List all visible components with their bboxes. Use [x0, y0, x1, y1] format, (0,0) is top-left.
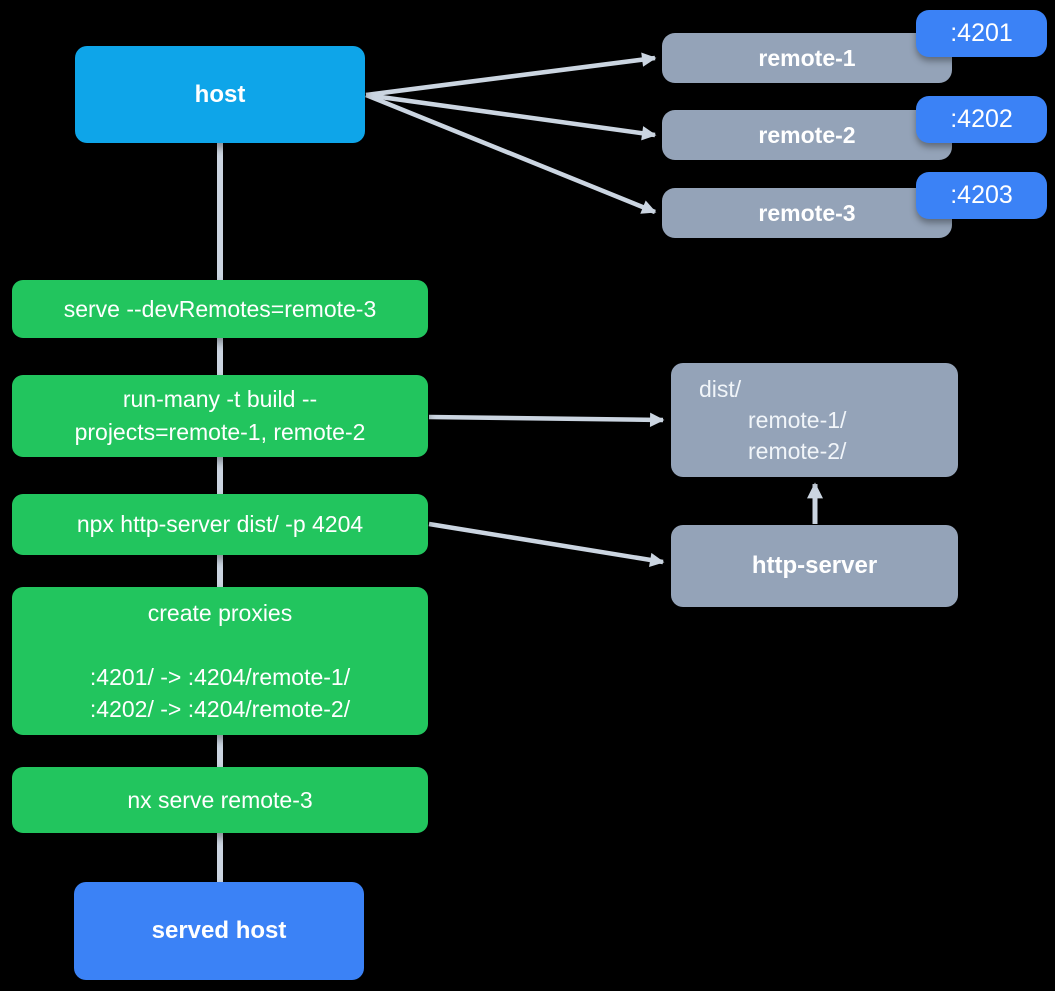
- port-4202-label: :4202: [950, 105, 1013, 133]
- step-nx-serve-remote-3-text: nx serve remote-3: [127, 786, 313, 813]
- remote-2-label: remote-2: [758, 121, 856, 148]
- host-label: host: [194, 80, 246, 108]
- port-4201-badge: :4201: [916, 10, 1047, 57]
- arrow-npx-to-http-server: [428, 521, 665, 568]
- port-4203-label: :4203: [950, 181, 1013, 209]
- step-run-many-build-text-line-1: run-many -t build --: [122, 386, 318, 412]
- step-serve-dev-remotes-node: serve --devRemotes=remote-3: [12, 280, 428, 338]
- step-nx-serve-remote-3-node: nx serve remote-3: [12, 767, 428, 833]
- dist-folder-node: dist/ remote-1/ remote-2/: [671, 363, 958, 477]
- step-serve-dev-remotes-text: serve --devRemotes=remote-3: [63, 295, 377, 322]
- step-create-proxies-rule-2: :4202/ -> :4204/remote-2/: [89, 696, 351, 722]
- port-4203-badge: :4203: [916, 172, 1047, 219]
- port-4202-badge: :4202: [916, 96, 1047, 143]
- http-server-label: http-server: [751, 552, 878, 579]
- remote-1-label: remote-1: [758, 44, 856, 71]
- remote-3-node: remote-3: [662, 188, 952, 238]
- dist-folder-remote-1: remote-1/: [748, 406, 847, 433]
- step-create-proxies-title: create proxies: [147, 600, 293, 626]
- dist-folder-remote-2: remote-2/: [748, 437, 847, 464]
- step-npx-http-server-node: npx http-server dist/ -p 4204: [12, 494, 428, 555]
- http-server-node: http-server: [671, 525, 958, 607]
- remote-3-label: remote-3: [758, 199, 856, 226]
- remote-1-node: remote-1: [662, 33, 952, 83]
- arrow-host-to-remote-1: [365, 52, 657, 98]
- remote-2-node: remote-2: [662, 110, 952, 160]
- dist-folder-root: dist/: [699, 375, 742, 402]
- step-npx-http-server-text: npx http-server dist/ -p 4204: [76, 511, 364, 537]
- port-4201-label: :4201: [950, 19, 1013, 47]
- arrow-host-to-remote-3: [365, 92, 657, 215]
- step-run-many-build-text-line-2: projects=remote-1, remote-2: [74, 419, 366, 445]
- served-host-label: served host: [151, 917, 287, 944]
- served-host-node: served host: [74, 882, 364, 980]
- step-create-proxies-rule-1: :4201/ -> :4204/remote-1/: [89, 664, 351, 690]
- step-run-many-build-node: run-many -t build -- projects=remote-1, …: [12, 375, 428, 457]
- arrow-run-many-to-dist: [428, 412, 665, 428]
- step-create-proxies-node: create proxies :4201/ -> :4204/remote-1/…: [12, 587, 428, 735]
- host-node: host: [75, 46, 365, 143]
- arrow-host-to-remote-2: [365, 92, 657, 141]
